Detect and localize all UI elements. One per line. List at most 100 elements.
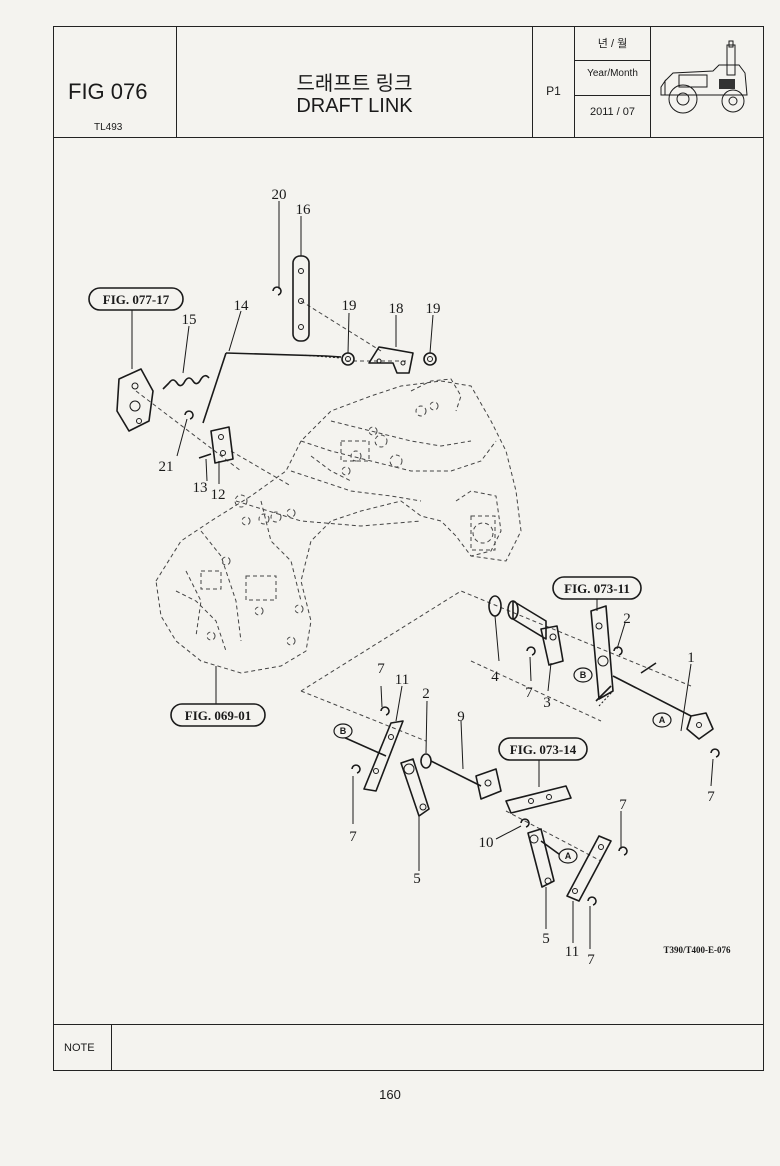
page-code-cell: P1 xyxy=(533,27,575,137)
shaft-9 xyxy=(430,760,502,800)
part-label: 20 xyxy=(272,187,287,203)
part-label: 21 xyxy=(159,459,174,475)
link-11-right xyxy=(566,835,612,902)
ref-box-fig073-11: FIG. 073-11 xyxy=(552,576,642,600)
part-label: 11 xyxy=(395,672,409,688)
spring-15 xyxy=(162,374,210,390)
title-korean: 드래프트 링크 xyxy=(296,73,413,95)
fig-ref-label: FIG. 069-01 xyxy=(185,708,251,723)
plate-fig073-14 xyxy=(505,785,572,814)
pin-b-left xyxy=(340,735,387,757)
part-label: 2 xyxy=(422,686,430,702)
part-label: 14 xyxy=(234,298,250,314)
note-label: NOTE xyxy=(64,1042,95,1054)
part-label: 19 xyxy=(426,301,441,317)
exploded-diagram: FIG. 077-17 FIG. 069-01 FIG. 073-11 FIG.… xyxy=(88,187,731,968)
washer-2-right xyxy=(613,646,623,656)
note-cell: NOTE xyxy=(54,1025,112,1071)
circlip-7-bottom xyxy=(587,896,597,906)
part-label: 10 xyxy=(479,835,494,851)
draft-plate-16 xyxy=(292,255,310,342)
nut-19-left xyxy=(341,352,355,366)
part-label: 11 xyxy=(565,944,579,960)
circlip-7-left xyxy=(351,764,361,774)
rod-1 xyxy=(595,662,714,740)
part-label: 7 xyxy=(525,685,533,701)
title-english: DRAFT LINK xyxy=(296,95,413,117)
nut-19-right xyxy=(423,352,437,366)
part-label: 7 xyxy=(707,789,715,805)
fig-number: FIG 076 xyxy=(68,79,148,104)
circlip-10 xyxy=(520,818,530,828)
draft-rod-14 xyxy=(202,352,342,424)
plate-fig077 xyxy=(116,368,154,432)
part-label: 12 xyxy=(211,487,226,503)
fig-ref-label: FIG. 077-17 xyxy=(103,292,170,307)
divider xyxy=(575,60,650,61)
fig-ref-label: FIG. 073-11 xyxy=(564,581,630,596)
tractor-icon xyxy=(660,40,748,114)
marker-label: B xyxy=(340,726,347,736)
marker-b-mid: B xyxy=(573,667,593,683)
marker-a-lower: A xyxy=(558,848,578,864)
shaft-3 xyxy=(507,600,564,666)
part-label: 7 xyxy=(349,829,357,845)
page-number: 160 xyxy=(379,1087,401,1102)
transmission-housing xyxy=(155,378,522,674)
lever-5-right xyxy=(527,828,564,888)
part-label: 7 xyxy=(619,797,627,813)
circlip-21 xyxy=(184,410,194,420)
part-label: 5 xyxy=(413,871,421,887)
header-table: FIG 076 TL493 드래프트 링크 DRAFT LINK P1 년 / … xyxy=(54,27,763,138)
part-label: 9 xyxy=(457,709,465,725)
page-frame: FIG 076 TL493 드래프트 링크 DRAFT LINK P1 년 / … xyxy=(53,26,764,1071)
fig-sub-code: TL493 xyxy=(94,122,123,133)
fig-number-cell: FIG 076 TL493 xyxy=(54,27,177,137)
pin-13 xyxy=(198,453,212,459)
ref-box-fig073-14: FIG. 073-14 xyxy=(498,737,588,761)
circlip-7-right xyxy=(710,748,720,758)
link-12 xyxy=(210,426,234,464)
o-ring-4 xyxy=(488,595,502,617)
part-label: 4 xyxy=(491,669,499,685)
marker-a-right: A xyxy=(652,712,672,728)
part-label: 16 xyxy=(296,202,312,218)
circlip-20 xyxy=(272,286,282,296)
part-label: 2 xyxy=(623,611,631,627)
page-code: P1 xyxy=(546,84,561,98)
note-row: NOTE xyxy=(54,1024,763,1071)
circlip-7-mid xyxy=(526,646,536,656)
year-month-cell: 년 / 월 Year/Month 2011 / 07 xyxy=(575,27,651,137)
plate-fig073-11 xyxy=(590,605,614,700)
part-label: 7 xyxy=(587,952,595,968)
part-label: 18 xyxy=(389,301,404,317)
part-label: 13 xyxy=(193,480,208,496)
drawing-code: T390/T400-E-076 xyxy=(663,945,731,955)
circlip-7-top xyxy=(380,706,390,716)
fig-ref-label: FIG. 073-14 xyxy=(510,742,577,757)
year-month-value: 2011 / 07 xyxy=(589,106,636,118)
part-label: 1 xyxy=(687,650,695,666)
marker-label: B xyxy=(580,670,587,680)
leader-lines xyxy=(131,201,714,949)
part-label: 19 xyxy=(342,298,357,314)
part-label: 15 xyxy=(182,312,197,328)
washer-2-left xyxy=(420,753,432,769)
part-label: 3 xyxy=(543,695,551,711)
title-cell: 드래프트 링크 DRAFT LINK xyxy=(177,27,533,137)
part-label: 7 xyxy=(377,661,385,677)
link-11-left xyxy=(363,720,404,792)
lever-5-left xyxy=(400,758,430,817)
circlip-7-lower-right xyxy=(618,846,628,856)
part-labels: 1 2 2 3 4 5 5 7 7 7 7 7 7 9 10 11 11 12 … xyxy=(159,187,731,968)
ref-box-fig077-17: FIG. 077-17 xyxy=(88,287,184,311)
year-month-korean: 년 / 월 xyxy=(597,38,628,50)
tractor-cell xyxy=(651,27,763,137)
ref-box-fig069-01: FIG. 069-01 xyxy=(170,703,266,727)
divider xyxy=(575,95,650,96)
marker-label: A xyxy=(659,715,666,725)
marker-label: A xyxy=(565,851,572,861)
year-month-label: Year/Month xyxy=(587,68,638,79)
part-label: 5 xyxy=(542,931,550,947)
bracket-18 xyxy=(368,346,414,374)
